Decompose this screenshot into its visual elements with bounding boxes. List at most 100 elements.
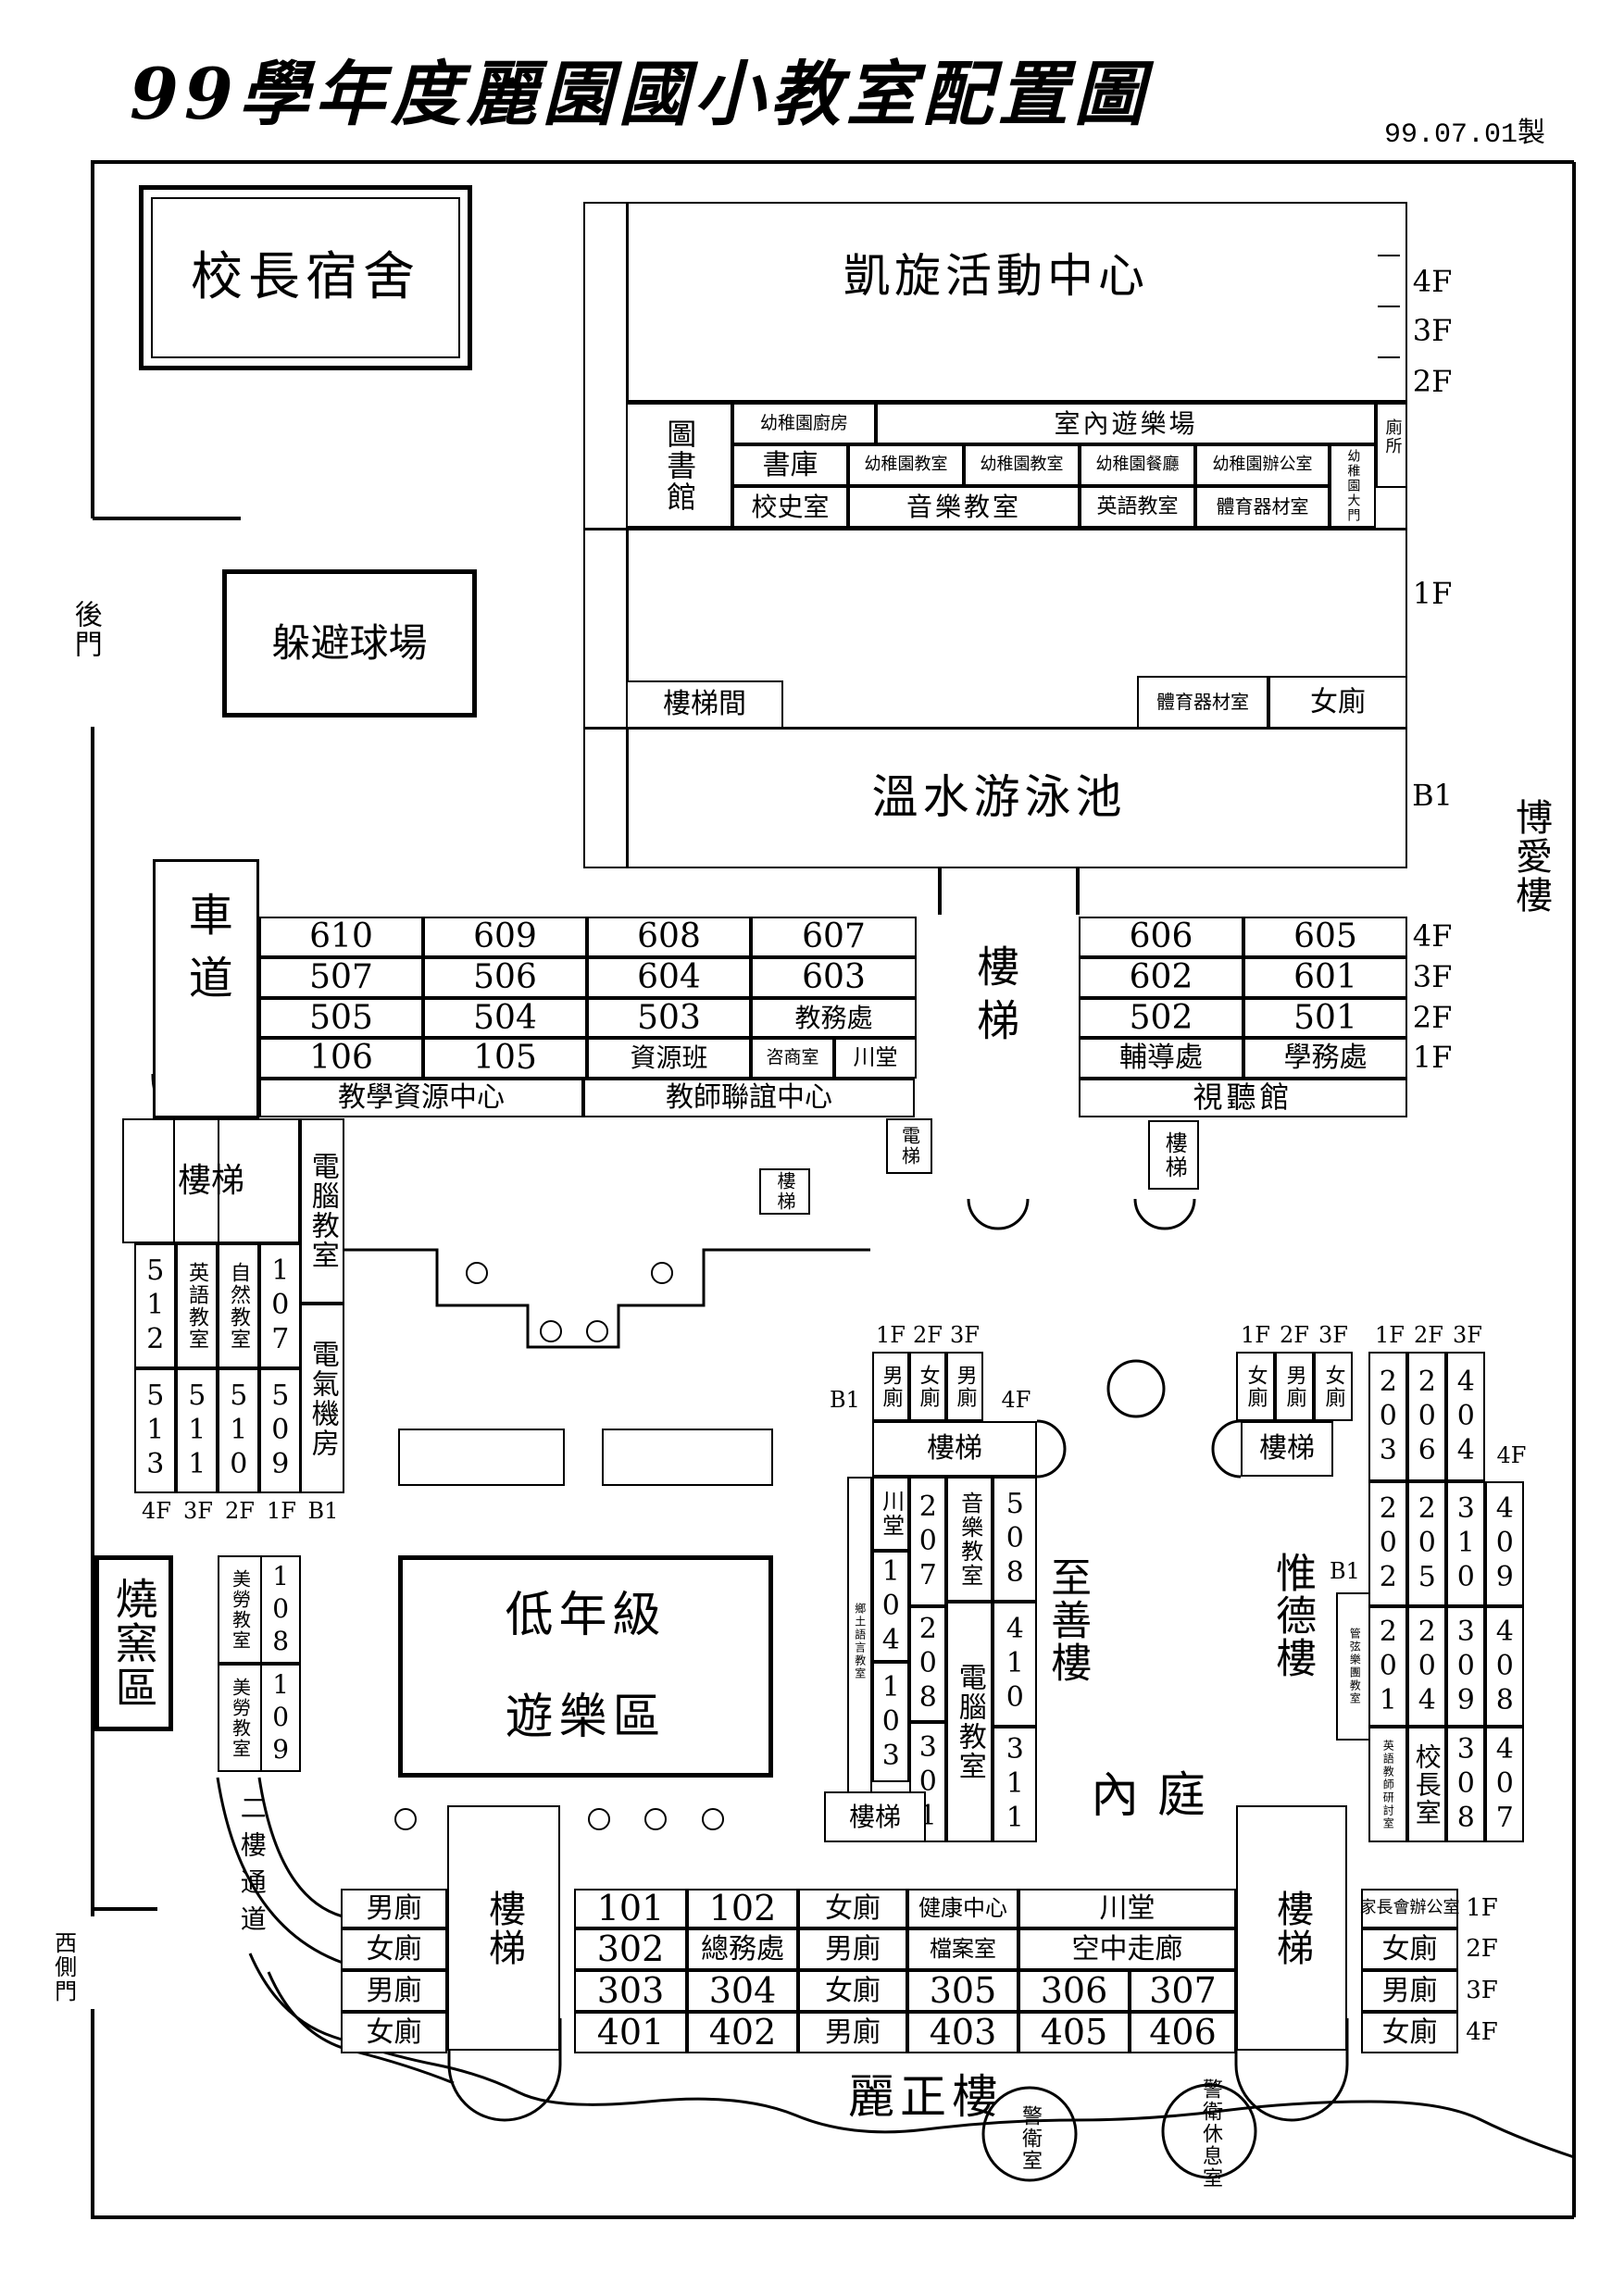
west-room: 107: [259, 1243, 301, 1368]
north-room: 503: [587, 998, 751, 1038]
east-room: 310: [1446, 1481, 1485, 1606]
restroom: 男廁: [341, 1889, 447, 1928]
courtyard: 內庭: [1090, 1767, 1224, 1824]
restroom: 女廁: [341, 2012, 447, 2053]
art-room-109: 美勞教室 109: [218, 1664, 301, 1772]
band-room: 管弦樂團教室: [1336, 1592, 1373, 1741]
room-cell: 208: [909, 1606, 946, 1722]
floor-label: 1F: [876, 1321, 906, 1348]
south-room: 男廁: [798, 2012, 907, 2053]
floor-label: 1F: [1375, 1321, 1405, 1348]
south-room: 總務處: [687, 1928, 798, 1970]
floor-label: 1F: [1466, 1893, 1498, 1922]
north-room: 603: [751, 957, 917, 998]
women-restroom: 女廁: [1268, 676, 1407, 729]
floor-label: 4F: [1001, 1386, 1031, 1413]
east-room: 404: [1446, 1352, 1485, 1481]
south-stairs-small: 樓梯: [824, 1791, 926, 1842]
north-room: 606: [1079, 917, 1243, 957]
south-room: 女廁: [798, 1889, 907, 1928]
page-title: 99學年度麗園國小教室配置圖: [130, 53, 1150, 135]
floor-label: 4F: [1412, 918, 1453, 955]
zhishan-label: 至善樓: [1043, 1556, 1092, 1684]
south-room: 401: [574, 2012, 687, 2053]
east-room: 204: [1407, 1606, 1446, 1727]
north-room: 608: [587, 917, 751, 957]
book-store: 書庫: [732, 444, 848, 486]
floor-label: 3F: [1318, 1321, 1348, 1348]
south-room: 健康中心: [907, 1889, 1018, 1928]
west-room: 509: [259, 1368, 301, 1493]
counseling-room: 咨商室: [751, 1038, 834, 1079]
floor-label: 2F: [1414, 1321, 1443, 1348]
west-room: 511: [176, 1368, 218, 1493]
library: 圖書館: [626, 403, 732, 528]
kinder-classroom-1: 幼稚園教室: [848, 444, 964, 486]
floor-label: 4F: [1496, 1441, 1527, 1468]
room-cell: 410: [993, 1602, 1037, 1727]
mid-stairs: 樓梯: [872, 1421, 1037, 1477]
floor-label: 3F: [950, 1321, 980, 1348]
west-stairs: 樓梯: [122, 1118, 300, 1243]
north-room: 502: [1079, 998, 1243, 1038]
north-room: 604: [587, 957, 751, 998]
art-room-108: 美勞教室 108: [218, 1555, 301, 1664]
english-classroom: 英語教室: [1080, 486, 1195, 528]
room-cell: 508: [993, 1477, 1037, 1602]
block-2: [602, 1429, 773, 1486]
room-cell: 311: [993, 1727, 1037, 1842]
north-room: 610: [259, 917, 423, 957]
east-room: 407: [1485, 1727, 1524, 1842]
east-room: 202: [1368, 1481, 1407, 1606]
restroom: 女廁: [341, 1928, 447, 1970]
kiln-area: 燒窯區: [94, 1555, 173, 1731]
floor-label: B1: [1330, 1557, 1360, 1584]
hall: 川堂: [834, 1038, 917, 1079]
south-room: 307: [1130, 1970, 1236, 2012]
bo-ai-building-label: 博愛樓: [1509, 798, 1552, 915]
floor-label: 3F: [1466, 1976, 1498, 2004]
south-room: 403: [907, 2012, 1018, 2053]
floor-label: 2F: [913, 1321, 943, 1348]
west-room: 自然教室: [218, 1243, 259, 1368]
east-room: 308: [1446, 1727, 1485, 1842]
date-stamp: 99.07.01製: [1384, 119, 1546, 151]
restroom: 女廁: [1314, 1352, 1353, 1421]
south-stairs-east: 樓梯: [1236, 1805, 1347, 2051]
south-east-room: 女廁: [1361, 1928, 1458, 1970]
restroom: 男廁: [872, 1352, 909, 1421]
east-stairs: 樓梯: [1241, 1421, 1333, 1477]
room-cell: 207: [909, 1477, 946, 1606]
north-room: 607: [751, 917, 917, 957]
av-stairs: 樓梯: [1148, 1120, 1199, 1190]
courtyard-stairs-1: 樓梯: [759, 1168, 810, 1215]
south-room: 102: [687, 1889, 798, 1928]
north-room: 105: [423, 1038, 587, 1079]
east-room: 英語教師研討室: [1368, 1727, 1407, 1842]
south-east-room: 家長會辦公室: [1360, 1889, 1460, 1928]
floor-label: 3F: [183, 1498, 213, 1525]
east-room: 309: [1446, 1606, 1485, 1727]
south-room: 101: [574, 1889, 687, 1928]
local-language-room: 鄉土語言教室: [847, 1477, 872, 1805]
floor-label: 2F: [1466, 1934, 1498, 1963]
south-east-room: 女廁: [1361, 2012, 1458, 2053]
principal-dorm: 校長宿舍: [139, 185, 472, 370]
stair-room: 樓梯間: [626, 680, 783, 729]
restroom: 男廁: [1275, 1352, 1314, 1421]
computer-classroom: 電腦教室: [300, 1118, 344, 1304]
room-cell: 104: [872, 1551, 909, 1662]
pe-storage-2: 體育器材室: [1137, 676, 1268, 729]
south-stairs-west: 樓梯: [447, 1805, 560, 2051]
floor-label: 1F: [1412, 1040, 1453, 1076]
south-room: 406: [1130, 2012, 1236, 2053]
electric-room: 電氣機房: [300, 1304, 344, 1493]
teacher-lounge: 教師聯誼中心: [583, 1079, 915, 1117]
floor-label: B1: [307, 1498, 339, 1525]
north-room: 507: [259, 957, 423, 998]
weide-label: 惟德樓: [1268, 1552, 1317, 1679]
north-room: 106: [259, 1038, 423, 1079]
south-room: 303: [574, 1970, 687, 2012]
north-stairs: 樓梯: [970, 943, 1021, 1052]
south-room: 304: [687, 1970, 798, 2012]
